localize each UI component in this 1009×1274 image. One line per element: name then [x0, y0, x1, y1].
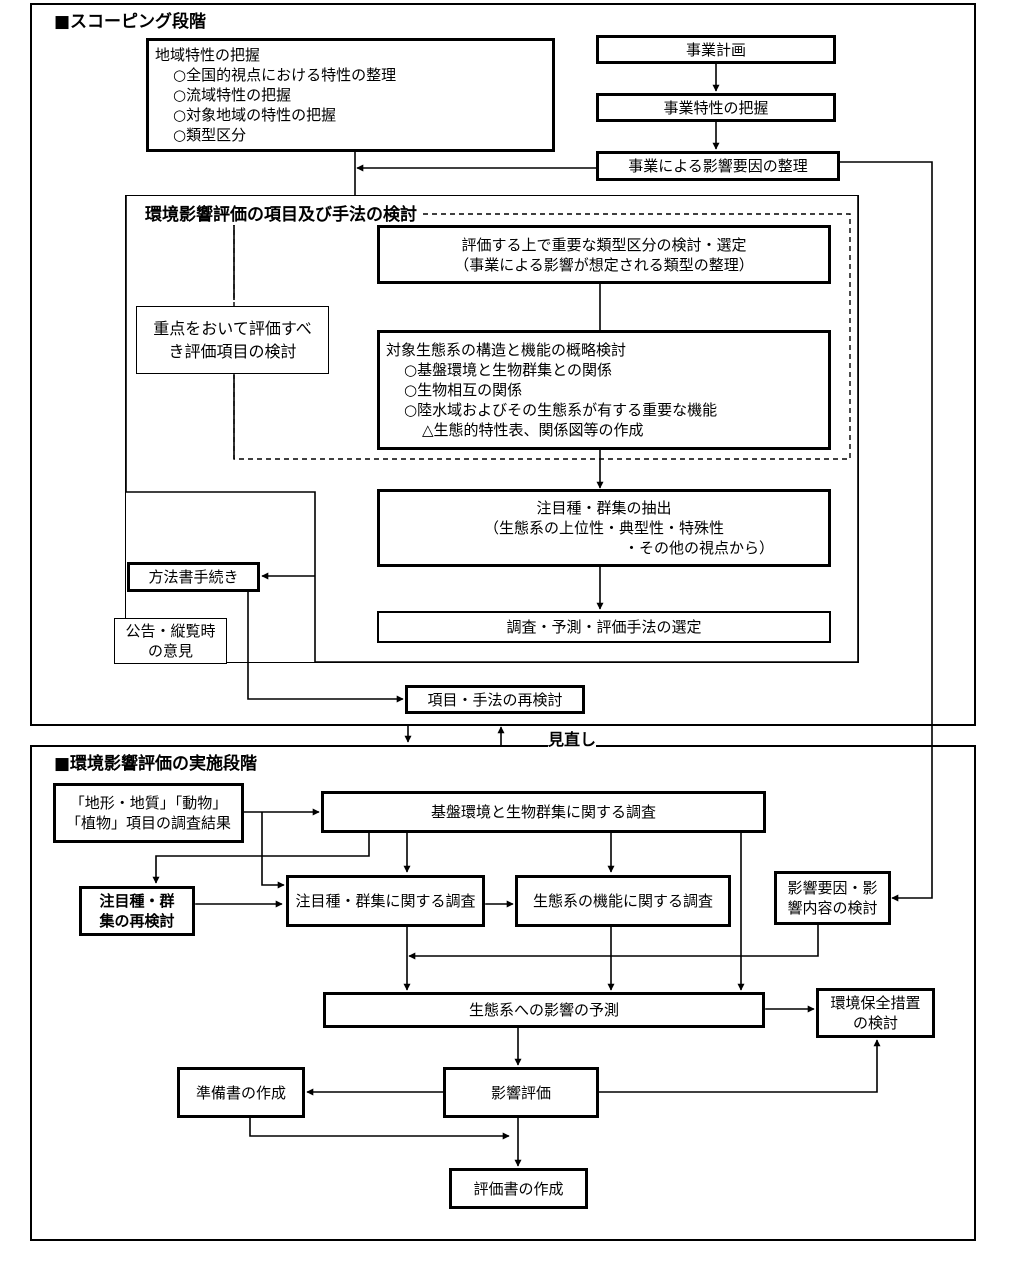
- key-items-line-2: き評価項目の検討: [168, 342, 297, 361]
- key-evaluation-items-box: 重点をおいて評価すべ き評価項目の検討: [136, 306, 329, 374]
- ecosystem-item-mutual: ○生物相互の関係: [404, 381, 523, 399]
- method-selection-box: 調査・予測・評価手法の選定: [377, 611, 831, 643]
- regional-item-target-area: ○対象地域の特性の把握: [173, 106, 337, 124]
- ecosystem-item-base: ○基盤環境と生物群集との関係: [404, 361, 612, 379]
- type-selection-box: 評価する上で重要な類型区分の検討・選定 （事業による影響が想定される類型の整理）: [377, 225, 831, 284]
- ecosystem-overview-box: 対象生態系の構造と機能の概略検討 ○基盤環境と生物群集との関係 ○生物相互の関係…: [377, 330, 831, 450]
- impact-content-review-box: 影響要因・影 響内容の検討: [774, 871, 891, 925]
- conservation-line-1: 環境保全措置: [830, 994, 921, 1012]
- draft-document-box: 準備書の作成: [177, 1067, 305, 1118]
- focus-species-line-1: 注目種・群集の抽出: [536, 499, 672, 517]
- ecosystem-overview-heading: 対象生態系の構造と機能の概略検討: [386, 341, 627, 359]
- method-study-frame: [125, 195, 859, 663]
- species-reexam-line-2: 集の再検討: [99, 912, 175, 930]
- implementation-stage-frame: [30, 745, 976, 1241]
- project-plan-label: 事業計画: [685, 40, 746, 59]
- species-reexam-line-1: 注目種・群: [99, 892, 175, 910]
- type-selection-line-2: （事業による影響が想定される類型の整理）: [454, 255, 754, 274]
- reexamine-label: 項目・手法の再検討: [427, 690, 563, 709]
- project-characteristics-label: 事業特性の把握: [663, 98, 769, 117]
- project-plan-box: 事業計画: [596, 35, 836, 64]
- evaluation-document-label: 評価書の作成: [473, 1179, 564, 1198]
- impact-evaluation-label: 影響評価: [490, 1083, 551, 1102]
- key-items-line-1: 重点をおいて評価すべ: [153, 319, 312, 338]
- method-selection-label: 調査・予測・評価手法の選定: [506, 618, 702, 636]
- focus-species-line-2: （生態系の上位性・典型性・特殊性: [483, 519, 724, 537]
- focus-species-line-3: ・その他の視点から）: [623, 539, 774, 557]
- regional-characteristics-box: 地域特性の把握 ○全国的視点における特性の整理 ○流域特性の把握 ○対象地域の特…: [146, 38, 555, 152]
- focus-species-survey-label: 注目種・群集に関する調査: [295, 892, 476, 910]
- base-environment-survey-box: 基盤環境と生物群集に関する調査: [321, 791, 766, 833]
- project-characteristics-box: 事業特性の把握: [596, 93, 836, 122]
- species-reexamination-box: 注目種・群 集の再検討: [79, 886, 195, 936]
- regional-item-national: ○全国的視点における特性の整理: [173, 66, 397, 84]
- field-survey-results-box: 「地形・地質」「動物」 「植物」項目の調査結果: [53, 783, 244, 843]
- type-selection-line-1: 評価する上で重要な類型区分の検討・選定: [461, 235, 747, 254]
- ecosystem-function-survey-label: 生態系の機能に関する調査: [532, 892, 713, 910]
- field-results-line-2: 「植物」項目の調査結果: [65, 814, 231, 832]
- regional-item-type-class: ○類型区分: [173, 126, 247, 144]
- reexamine-box: 項目・手法の再検討: [405, 685, 585, 714]
- evaluation-document-box: 評価書の作成: [449, 1168, 588, 1209]
- review-label: 見直し: [548, 726, 597, 750]
- draft-document-label: 準備書の作成: [195, 1083, 286, 1102]
- public-opinion-line-1: 公告・縦覧時: [125, 622, 216, 640]
- regional-characteristics-heading: 地域特性の把握: [155, 46, 261, 64]
- impact-factors-label: 事業による影響要因の整理: [628, 157, 808, 175]
- ecosystem-sub-item: △生態的特性表、関係図等の作成: [422, 421, 644, 439]
- public-opinion-box: 公告・縦覧時 の意見: [114, 618, 227, 664]
- base-environment-survey-label: 基盤環境と生物群集に関する調査: [430, 803, 656, 821]
- conservation-measures-box: 環境保全措置 の検討: [816, 988, 935, 1038]
- scoping-stage-title: ■スコーピング段階: [54, 12, 207, 32]
- method-document-box: 方法書手続き: [127, 562, 260, 592]
- ecosystem-item-functions: ○陸水域およびその生態系が有する重要な機能: [404, 401, 718, 419]
- impact-review-line-2: 響内容の検討: [787, 899, 878, 917]
- impact-factors-box: 事業による影響要因の整理: [596, 151, 840, 181]
- scoping-stage-frame: [30, 3, 976, 726]
- implementation-stage-title: ■環境影響評価の実施段階: [54, 754, 258, 774]
- conservation-line-2: の検討: [852, 1014, 898, 1032]
- focus-species-extraction-box: 注目種・群集の抽出 （生態系の上位性・典型性・特殊性 ・その他の視点から）: [377, 489, 831, 567]
- ecosystem-impact-prediction-label: 生態系への影響の予測: [468, 1001, 619, 1019]
- method-document-label: 方法書手続き: [148, 568, 239, 586]
- field-results-line-1: 「地形・地質」「動物」: [69, 794, 228, 812]
- impact-review-line-1: 影響要因・影: [787, 879, 878, 897]
- regional-item-basin: ○流域特性の把握: [173, 86, 292, 104]
- impact-evaluation-box: 影響評価: [443, 1067, 599, 1118]
- focus-species-survey-box: 注目種・群集に関する調査: [286, 875, 485, 927]
- ecosystem-impact-prediction-box: 生態系への影響の予測: [323, 992, 765, 1028]
- ecosystem-function-survey-box: 生態系の機能に関する調査: [515, 875, 731, 927]
- method-study-title: 環境影響評価の項目及び手法の検討: [141, 200, 421, 225]
- public-opinion-line-2: の意見: [147, 642, 193, 660]
